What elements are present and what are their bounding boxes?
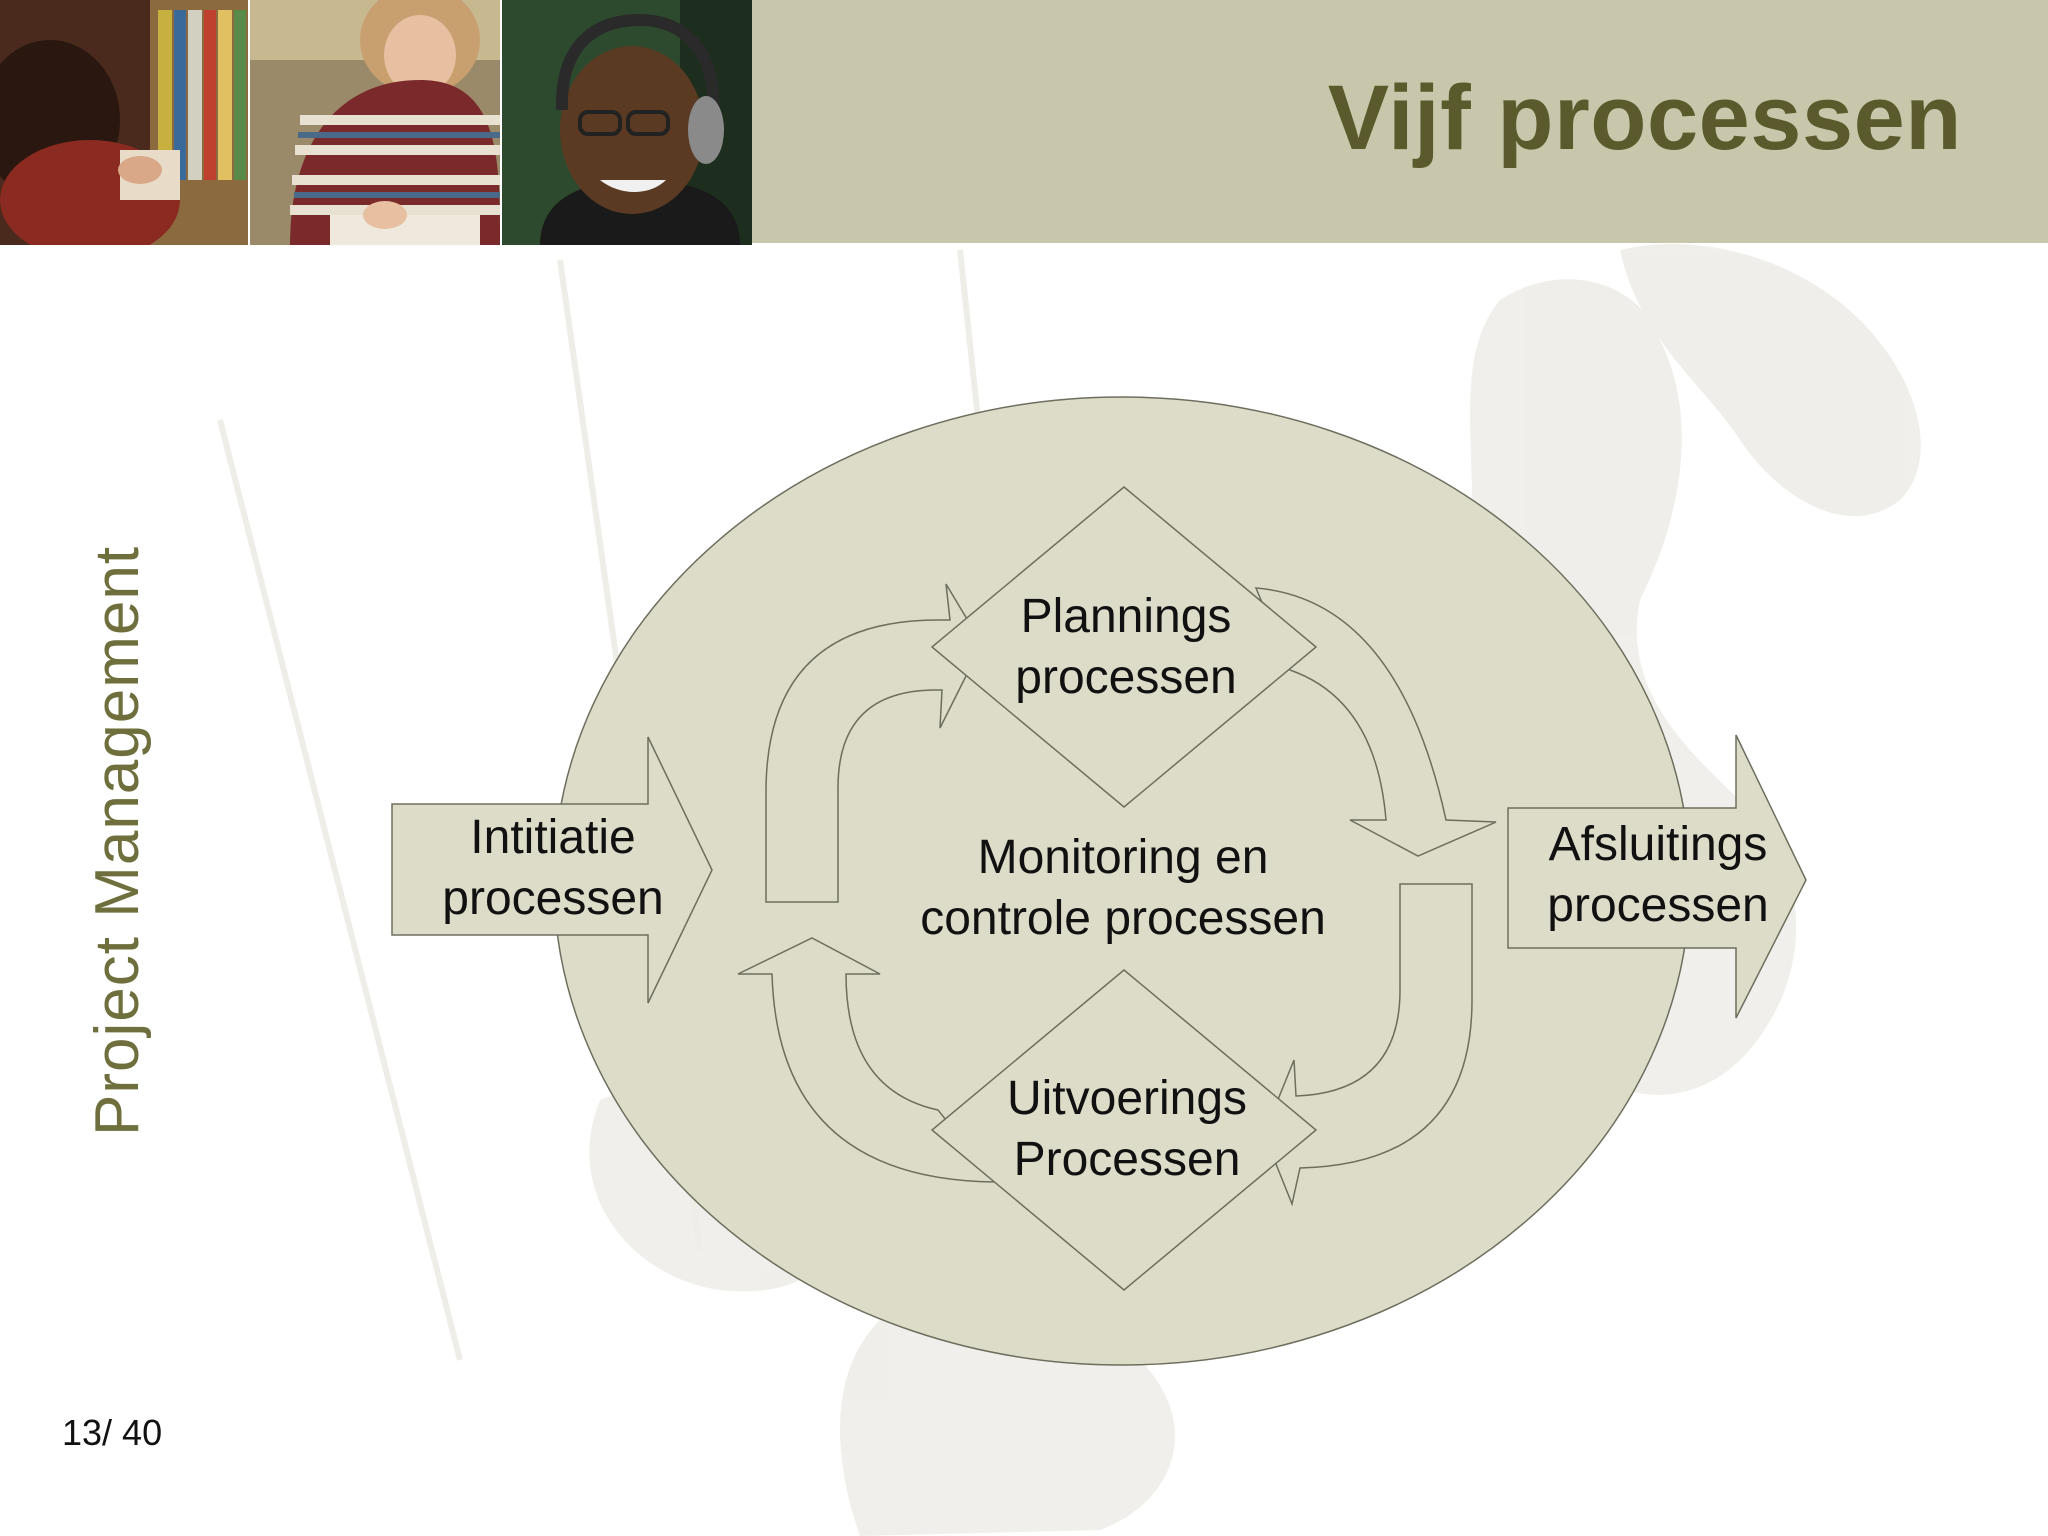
photo-man-headphones [502,0,752,245]
closing-arrow [1507,734,1807,1019]
planning-label-line2: processen [1015,651,1236,704]
header-band [750,0,2048,243]
initiation-label-line2: processen [442,872,663,925]
initiation-arrow [391,736,713,1004]
planning-diamond [930,486,1318,808]
initiation-label-line1: Intitiatie [470,811,635,864]
execution-label-line1: Uitvoerings [1007,1072,1247,1125]
photo-student-bookshelf [0,0,248,245]
curved-arrow-to-execution [1263,883,1473,1207]
execution-diamond [930,969,1318,1291]
closing-label-line2: processen [1547,879,1768,932]
page-number: 13/ 40 [62,1412,163,1453]
slide-title: Vijf processen [1327,67,1962,169]
curved-arrow-to-planning [765,583,983,903]
monitoring-label-line2: controle processen [920,892,1326,945]
curved-arrow-to-initiation-side [737,937,998,1183]
execution-label-line2: Processen [1014,1133,1241,1186]
curved-arrow-to-closing-side [1254,587,1497,857]
header-photo-strip [0,0,752,245]
monitoring-label-line1: Monitoring en [978,831,1269,884]
photo-student-writing [250,0,500,245]
planning-label-line1: Plannings [1021,590,1232,643]
closing-label-line1: Afsluitings [1549,818,1768,871]
